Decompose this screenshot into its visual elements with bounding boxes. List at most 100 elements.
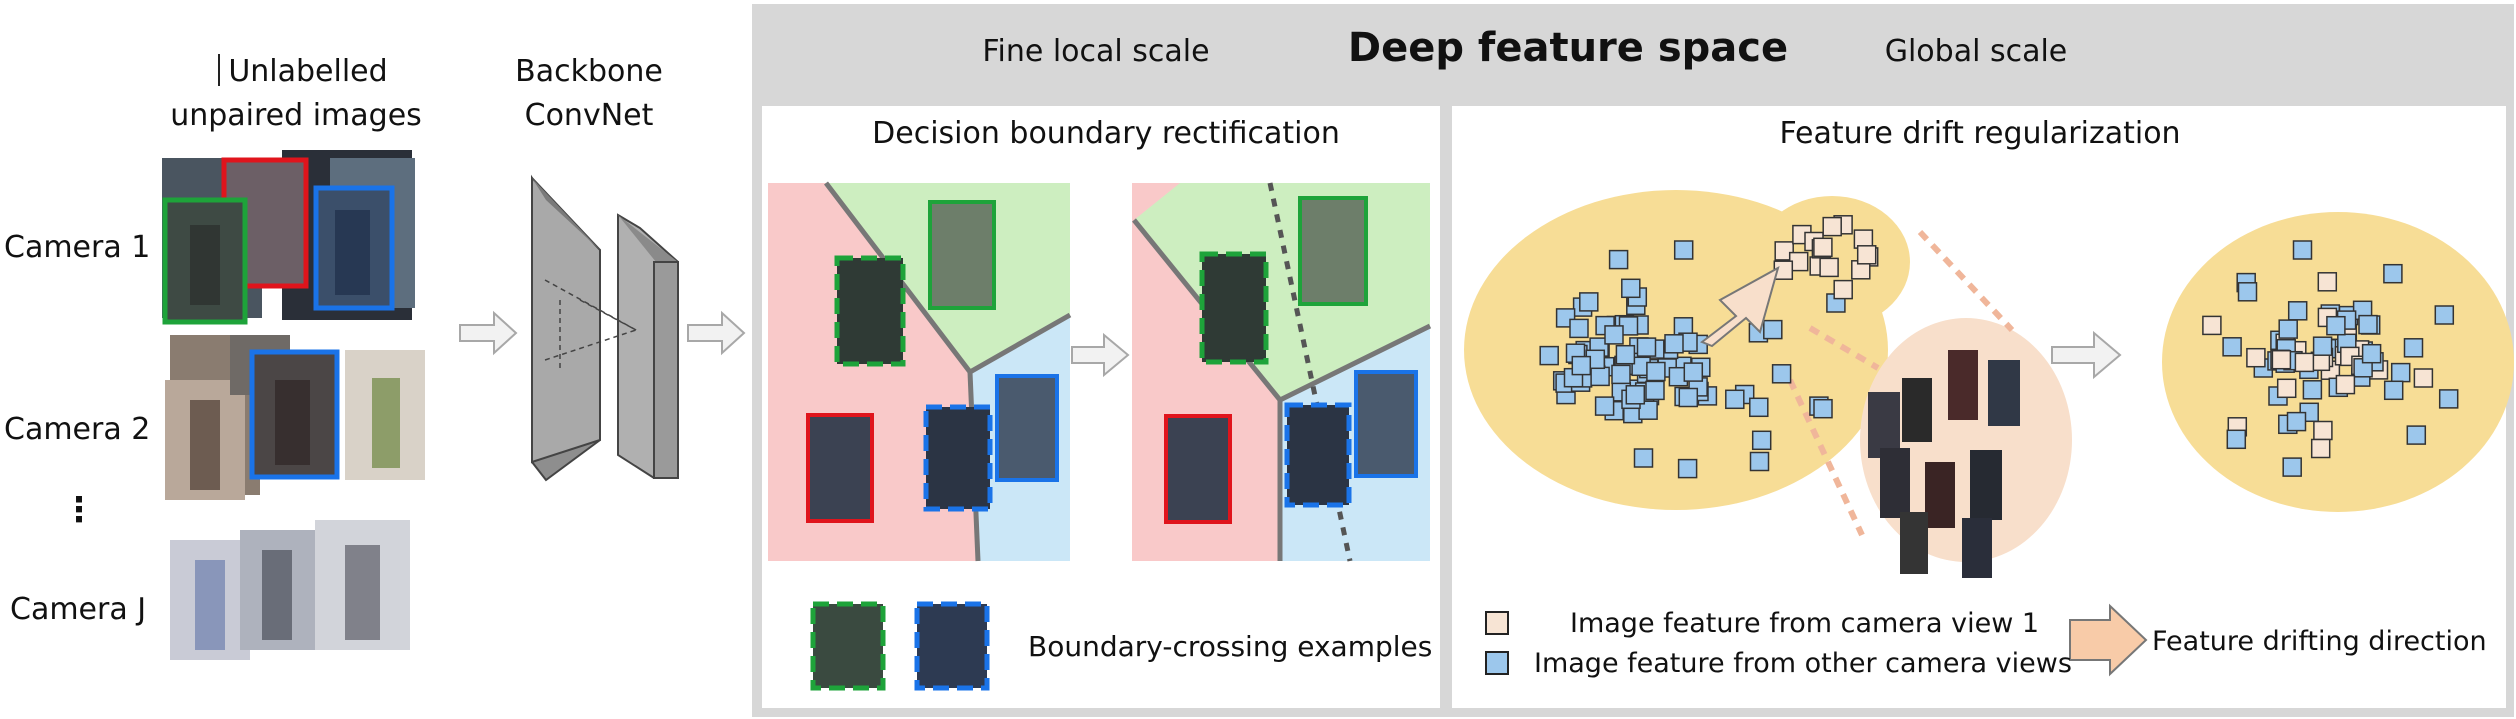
feature-point-other: [1664, 334, 1684, 354]
legend-other-label: Image feature from other camera views: [1534, 648, 2072, 679]
feature-point-mixed: [2226, 429, 2247, 450]
feature-point-mixed: [2317, 272, 2338, 292]
feature-point-other: [1677, 458, 1698, 479]
feature-point-mixed: [2313, 420, 2333, 441]
camera-1-label: Camera 1: [4, 230, 151, 265]
feature-point-mixed: [2282, 457, 2302, 477]
green-sample: [928, 200, 996, 310]
feature-point-other: [1751, 430, 1772, 451]
feature-point-mixed: [2438, 389, 2459, 409]
feature-point-other: [1611, 364, 1631, 385]
arrow-images-to-backbone: [459, 310, 518, 356]
legend-green-crossing: [810, 601, 886, 691]
feature-point-other: [1749, 451, 1770, 472]
feature-point-mixed: [2246, 347, 2266, 368]
feature-point-mixed: [2434, 305, 2455, 325]
decision-region-after: [1132, 182, 1432, 562]
feature-point-other: [1625, 385, 1646, 405]
feature-point-other: [1539, 345, 1559, 366]
camera-j-label: Camera J: [10, 592, 147, 627]
feature-cluster-after: [2202, 240, 2459, 477]
feature-point-cam1: [1833, 279, 1853, 300]
boundary-crossing-legend: Boundary-crossing examples: [1028, 630, 1433, 663]
feature-point-other: [1590, 366, 1610, 387]
feature-point-cam1: [1813, 237, 1833, 258]
feature-point-mixed: [2271, 349, 2292, 370]
legend-other-swatch: [1485, 651, 1509, 675]
feature-point-other: [1725, 389, 1745, 410]
feature-point-mixed: [2287, 301, 2308, 321]
decision-panel-title: Decision boundary rectification: [872, 116, 1340, 151]
green-crossing-sample: [834, 255, 906, 367]
global-scale-label: Global scale: [1884, 34, 2068, 69]
feature-point-mixed: [2276, 378, 2297, 399]
fine-scale-label: Fine local scale: [982, 34, 1210, 69]
feature-point-cam1: [1856, 245, 1877, 265]
blue-sample: [995, 374, 1059, 482]
backbone-label-line2: ConvNet: [524, 98, 654, 133]
camera-2-label: Camera 2: [4, 412, 151, 447]
feature-point-mixed: [2222, 337, 2242, 357]
feature-point-other: [1771, 364, 1792, 384]
feature-point-mixed: [2292, 240, 2313, 260]
feature-point-mixed: [2390, 362, 2411, 383]
feature-point-mixed: [2302, 380, 2323, 400]
decision-region-before: [768, 181, 1072, 562]
feature-point-cam1: [1819, 257, 1839, 278]
feature-point-other: [1636, 337, 1657, 357]
feature-point-mixed: [2278, 319, 2298, 339]
legend-direction-label: Feature drifting direction: [2152, 626, 2487, 657]
feature-point-other: [1594, 396, 1615, 416]
feature-point-mixed: [2335, 374, 2356, 395]
drift-direction-arrow: [1699, 265, 1780, 348]
feature-point-other: [1763, 319, 1783, 340]
feature-point-mixed: [2326, 315, 2346, 336]
feature-point-mixed: [2361, 343, 2382, 364]
feature-point-other: [1569, 318, 1589, 339]
unlabelled-title-line1: Unlabelled: [228, 54, 388, 89]
feature-point-other: [1633, 448, 1654, 468]
feature-cluster-before: [1539, 215, 1879, 479]
legend-direction-arrow: [2069, 603, 2148, 677]
feature-point-mixed: [2383, 380, 2404, 401]
feature-point-mixed: [2406, 425, 2427, 445]
cameraJ-images: [170, 520, 410, 660]
feature-point-mixed: [2202, 315, 2222, 336]
camera1-images: [162, 150, 415, 325]
feature-point-mixed: [2413, 368, 2434, 388]
feature-point-mixed: [2310, 438, 2331, 459]
legend-cam1-label: Image feature from camera view 1: [1570, 608, 2040, 639]
feature-point-other: [1615, 344, 1636, 365]
legend-blue-crossing: [914, 601, 990, 691]
feature-point-other: [1646, 361, 1666, 382]
feature-point-other: [1749, 397, 1769, 418]
camera2-images: [165, 335, 425, 500]
feature-point-mixed: [2403, 338, 2424, 358]
blue-crossing-sample: [923, 404, 993, 512]
feature-point-cam1: [1774, 241, 1794, 261]
unlabelled-title-line2: unpaired images: [170, 98, 422, 133]
arrow-decision-step: [1071, 332, 1130, 378]
feature-point-other: [1813, 398, 1833, 419]
feature-point-other: [1604, 325, 1624, 345]
feature-point-mixed: [2383, 263, 2403, 284]
arrow-backbone-to-space: [687, 310, 746, 356]
feature-point-other: [1678, 387, 1699, 408]
arrow-drift-step: [2051, 330, 2122, 380]
feature-point-other: [1621, 278, 1641, 299]
feature-point-mixed: [2237, 282, 2258, 302]
feature-point-other: [1608, 249, 1629, 270]
feature-point-cam1: [1822, 216, 1842, 237]
backbone-convnet: [531, 174, 679, 482]
feature-point-other: [1571, 355, 1592, 376]
feature-point-other: [1683, 362, 1704, 382]
feature-point-mixed: [2294, 352, 2315, 373]
feature-space-title: Deep feature space: [1347, 25, 1789, 71]
feature-point-mixed: [2286, 411, 2307, 432]
red-sample: [806, 413, 874, 523]
legend-cam1-swatch: [1485, 611, 1509, 635]
feature-point-mixed: [2312, 336, 2333, 356]
feature-point-other: [1645, 380, 1665, 401]
feature-point-other: [1673, 240, 1694, 260]
drift-person-crops: [1868, 350, 2020, 578]
